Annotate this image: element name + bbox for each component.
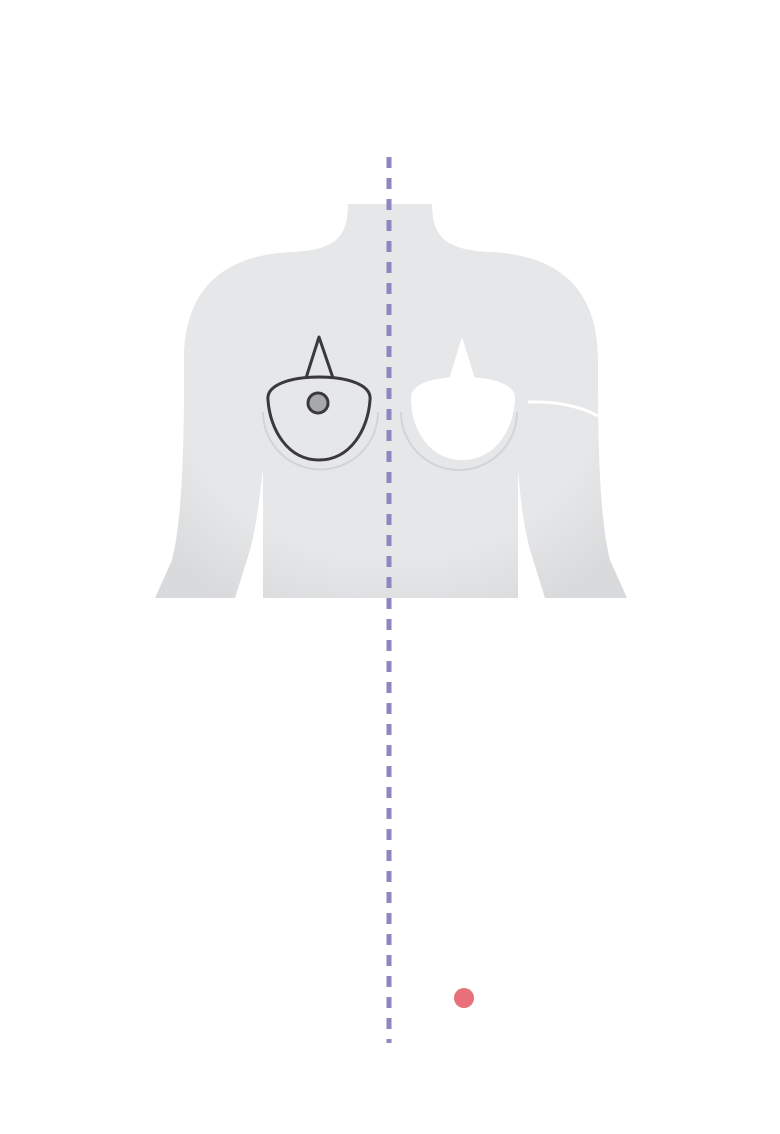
breast-outline-icon bbox=[266, 335, 372, 462]
breast-shadow-right bbox=[400, 411, 518, 471]
nipple-icon bbox=[306, 391, 330, 415]
breast-prosthesis-icon bbox=[411, 337, 515, 460]
torso-figure bbox=[155, 204, 627, 598]
drain-line bbox=[527, 400, 599, 418]
marker-dot bbox=[454, 988, 474, 1008]
breast-shadow-left bbox=[262, 411, 379, 471]
